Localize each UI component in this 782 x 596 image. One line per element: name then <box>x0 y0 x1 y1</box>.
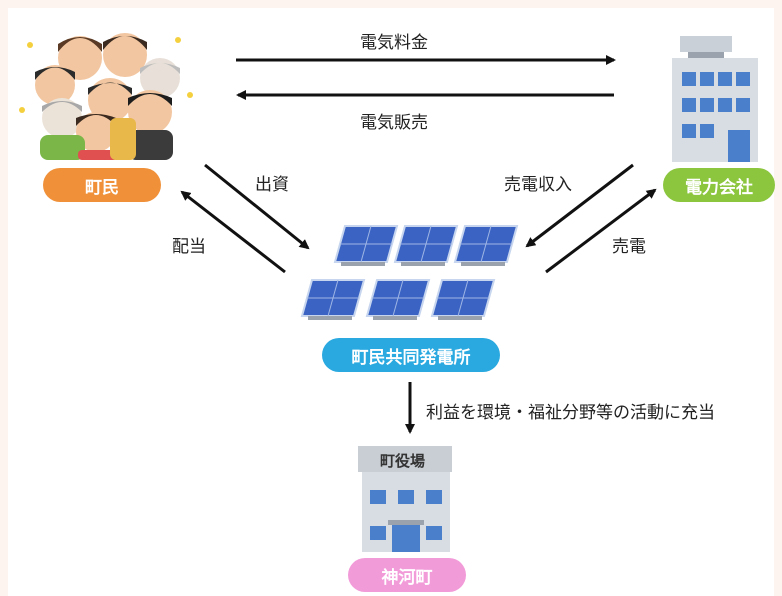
sales-income-label: 売電収入 <box>504 175 572 195</box>
electricity-fee-label: 電気料金 <box>360 33 428 53</box>
town-office-sign: 町役場 <box>380 452 426 470</box>
electricity-sales-label: 電気販売 <box>360 113 428 133</box>
dividend-arrow <box>180 190 286 274</box>
dividend-label: 配当 <box>172 237 206 257</box>
sell-power-label: 売電 <box>612 237 646 257</box>
plant-node: 町民共同発電所 <box>322 338 500 372</box>
power-company-building <box>672 36 758 162</box>
residents-node: 町民 <box>43 168 161 202</box>
town-office-building <box>358 446 452 552</box>
solar-panels <box>300 225 519 320</box>
investment-label: 出資 <box>255 175 289 195</box>
sell-power-arrow <box>545 188 657 274</box>
investment-arrow <box>204 163 310 250</box>
town-node: 神河町 <box>348 558 466 592</box>
profit-use-label: 利益を環境・福祉分野等の活動に充当 <box>426 403 715 423</box>
residents-illustration <box>19 33 193 160</box>
sales-income-arrow <box>525 163 634 248</box>
power-company-node: 電力会社 <box>663 168 775 202</box>
